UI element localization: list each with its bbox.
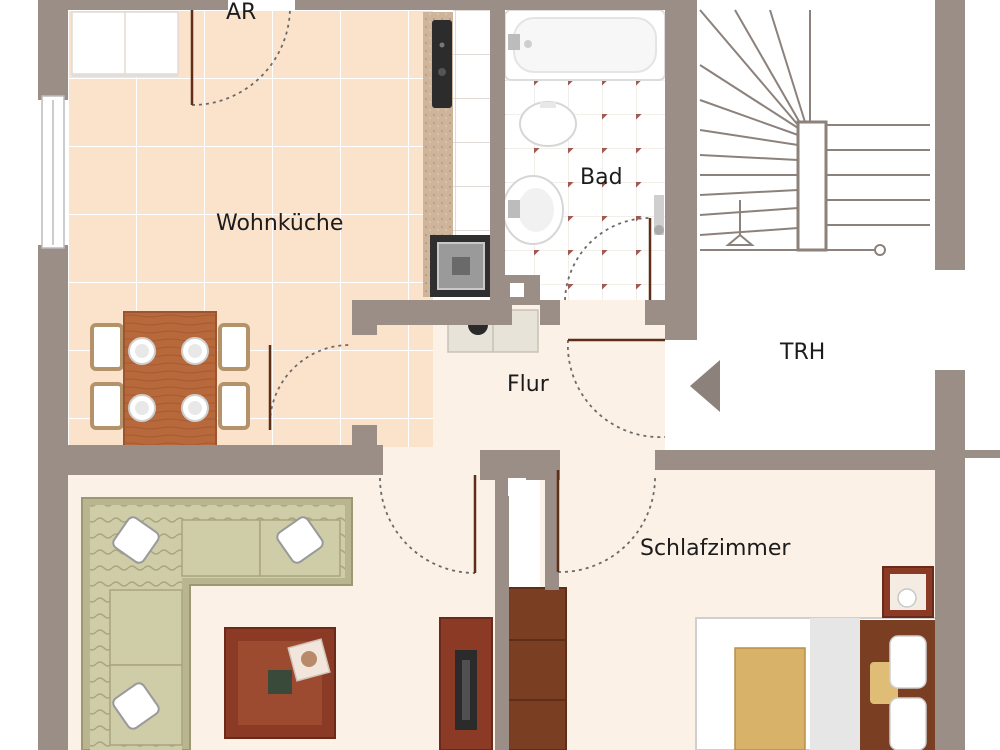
table-top	[123, 311, 217, 448]
entrance-arrow-icon	[690, 360, 720, 412]
coffee-table	[224, 627, 336, 739]
wardrobe	[507, 587, 567, 750]
room-label-flur: Flur	[507, 372, 549, 397]
sink-icon	[432, 20, 452, 108]
nightstand	[882, 566, 934, 618]
dining-table	[90, 311, 250, 448]
bathroom-fixtures	[500, 9, 666, 305]
wall-tiles	[453, 10, 493, 235]
bed-icon	[695, 617, 937, 750]
toilet-icon	[519, 101, 577, 147]
room-label-trh: TRH	[780, 340, 826, 365]
chair-icon	[90, 323, 250, 430]
washbasin-icon	[502, 175, 564, 245]
lamp-icon	[897, 588, 917, 608]
walls	[38, 0, 1000, 750]
sofa-icon	[81, 497, 353, 750]
window	[41, 95, 65, 249]
room-label-wohnkueche: Wohnküche	[216, 211, 344, 236]
stair-door-swing	[566, 339, 666, 439]
radiator-icon	[654, 195, 664, 235]
room-label-schlafzimmer: Schlafzimmer	[640, 536, 791, 561]
bath-door-swing	[564, 217, 651, 301]
room-label-ar: AR	[226, 0, 257, 25]
tv-cabinet	[439, 617, 493, 750]
staircase	[699, 9, 930, 256]
kitchen-furniture	[71, 10, 493, 297]
room-label-bad: Bad	[580, 165, 623, 190]
